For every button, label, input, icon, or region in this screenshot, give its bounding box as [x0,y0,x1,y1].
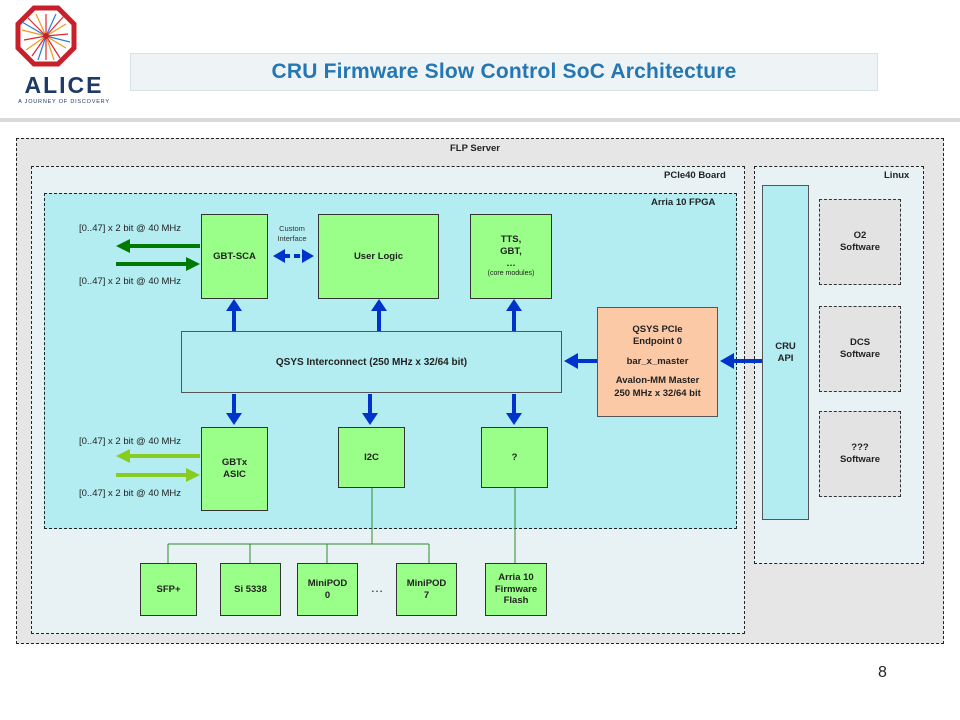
o2-software-block: O2 Software [819,199,901,285]
unknown-label: ? [511,451,518,463]
sca-link-label-top: [0..47] x 2 bit @ 40 MHz [79,223,182,234]
gbtx-link-label-top: [0..47] x 2 bit @ 40 MHz [79,436,182,447]
sfp-block: SFP+ [140,563,197,616]
cru-api-block: CRU API [762,185,809,520]
firmware-flash-block: Arria 10 Firmware Flash [485,563,547,616]
pcie-board-label: PCIe40 Board [664,170,726,181]
custom-interface-label: Custom Interface [277,224,307,243]
alice-logo [8,4,120,112]
minipod0-block: MiniPOD 0 [297,563,358,616]
dcs-software-block: DCS Software [819,306,901,392]
sca-link-label-bottom: [0..47] x 2 bit @ 40 MHz [79,276,182,287]
other-software-block: ??? Software [819,411,901,497]
logo-tagline: A JOURNEY OF DISCOVERY [18,99,110,105]
qsys-interconnect-label: QSYS Interconnect (250 MHz x 32/64 bit) [275,356,468,368]
i2c-label: I2C [364,451,379,463]
minipod7-block: MiniPOD 7 [396,563,457,616]
qsys-interconnect-block: QSYS Interconnect (250 MHz x 32/64 bit) [181,331,562,393]
user-logic-label: User Logic [353,250,404,262]
linux-label: Linux [884,170,910,181]
i2c-block: I2C [338,427,405,488]
user-logic-block: User Logic [318,214,439,299]
gbtx-asic-block: GBTx ASIC [201,427,268,511]
gbt-sca-block: GBT-SCA [201,214,268,299]
gbt-sca-label: GBT-SCA [213,250,256,262]
qsys-pcie-endpoint-block: QSYS PCIe Endpoint 0 bar_x_master Avalon… [597,307,718,417]
title-banner: CRU Firmware Slow Control SoC Architectu… [130,53,878,91]
core-modules-block: TTS, GBT, … (core modules) [470,214,552,299]
si5338-block: Si 5338 [220,563,281,616]
fpga-label: Arria 10 FPGA [651,197,716,208]
logo-wordmark: ALICE [24,72,104,98]
header-divider [0,118,960,122]
gbtx-link-label-bottom: [0..47] x 2 bit @ 40 MHz [79,488,182,499]
flp-server-label: FLP Server [450,143,500,154]
unknown-block: ? [481,427,548,488]
page-title: CRU Firmware Slow Control SoC Architectu… [271,60,737,83]
page-number: 8 [878,664,887,681]
minipod-ellipsis: … [370,580,384,595]
